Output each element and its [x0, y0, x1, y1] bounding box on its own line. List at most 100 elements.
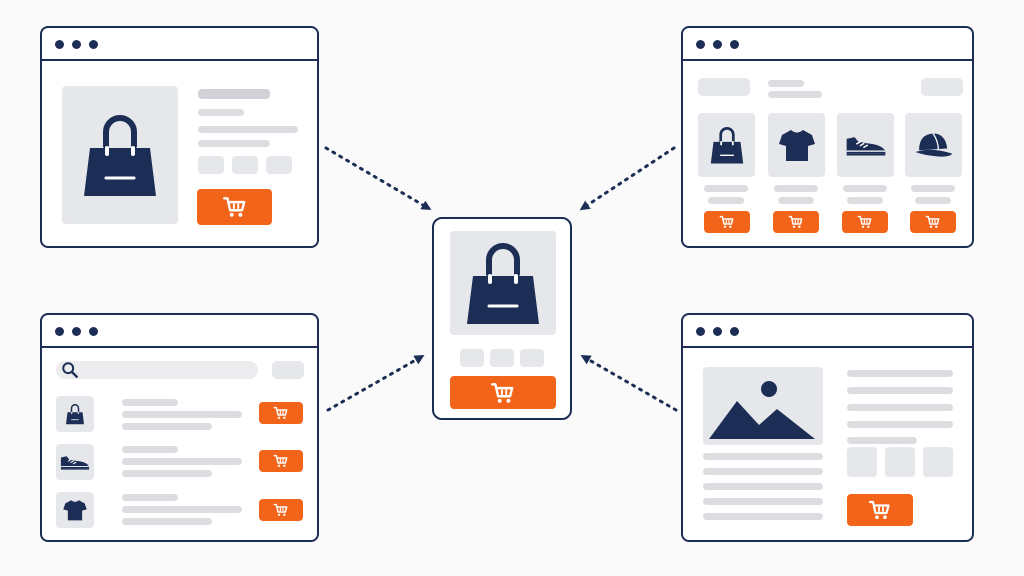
text-line-placeholder	[122, 518, 212, 525]
tshirt-icon	[62, 497, 88, 523]
product-card-image	[768, 113, 825, 177]
window-titlebar	[42, 28, 317, 61]
shopping-cart-icon	[273, 405, 289, 421]
text-line-placeholder	[847, 437, 917, 444]
window-titlebar	[683, 28, 972, 61]
product-image	[62, 86, 178, 224]
text-line-placeholder	[774, 185, 818, 192]
text-line-placeholder	[122, 506, 242, 513]
option-swatch[interactable]	[490, 349, 514, 367]
text-line-placeholder	[843, 185, 887, 192]
add-to-cart-button[interactable]	[847, 494, 913, 526]
add-to-cart-button[interactable]	[773, 211, 819, 233]
product-title-placeholder	[198, 89, 270, 99]
search-results-window	[40, 313, 319, 542]
window-dot-icon	[55, 40, 64, 49]
window-dot-icon	[730, 40, 739, 49]
article-hero-image	[703, 367, 823, 445]
add-to-cart-button[interactable]	[259, 499, 303, 521]
shopping-cart-icon	[925, 214, 941, 230]
handbag-icon	[709, 124, 745, 166]
shopping-cart-icon	[868, 498, 892, 522]
text-line-placeholder	[122, 470, 212, 477]
option-swatch[interactable]	[460, 349, 484, 367]
text-line-placeholder	[911, 185, 955, 192]
shopping-cart-icon	[273, 502, 289, 518]
option-swatch[interactable]	[232, 156, 258, 174]
list-item-thumbnail	[56, 492, 94, 528]
window-dot-icon	[72, 327, 81, 336]
image-placeholder-icon	[709, 381, 815, 439]
arrow-top-left	[324, 146, 432, 211]
text-line-placeholder	[703, 498, 823, 505]
cap-icon	[912, 128, 956, 162]
filter-pill[interactable]	[921, 78, 963, 96]
text-line-placeholder	[847, 387, 953, 394]
add-to-cart-button[interactable]	[704, 211, 750, 233]
list-item-thumbnail	[56, 396, 94, 432]
window-dot-icon	[89, 327, 98, 336]
text-line-placeholder	[704, 185, 748, 192]
window-dot-icon	[89, 40, 98, 49]
tshirt-icon	[777, 125, 817, 165]
text-line-placeholder	[708, 197, 744, 204]
embedded-product-widget	[432, 217, 572, 420]
arrow-top-right	[579, 146, 676, 211]
article-window	[681, 313, 974, 542]
window-dot-icon	[713, 40, 722, 49]
window-titlebar	[683, 315, 972, 348]
window-dot-icon	[730, 327, 739, 336]
text-line-placeholder	[198, 109, 244, 116]
shopping-cart-icon	[788, 214, 804, 230]
text-line-placeholder	[703, 468, 823, 475]
list-item-thumbnail	[56, 444, 94, 480]
text-line-placeholder	[122, 458, 242, 465]
text-line-placeholder	[847, 404, 953, 411]
add-to-cart-button[interactable]	[910, 211, 956, 233]
text-line-placeholder	[768, 91, 822, 98]
arrow-bottom-left	[326, 355, 425, 412]
text-line-placeholder	[198, 126, 298, 133]
search-icon	[61, 361, 79, 379]
text-line-placeholder	[768, 80, 804, 87]
text-line-placeholder	[122, 423, 212, 430]
window-dot-icon	[696, 327, 705, 336]
option-swatch[interactable]	[198, 156, 224, 174]
option-swatch[interactable]	[520, 349, 544, 367]
sneaker-icon	[844, 131, 888, 159]
text-line-placeholder	[703, 513, 823, 520]
add-to-cart-button[interactable]	[259, 402, 303, 424]
text-line-placeholder	[778, 197, 814, 204]
window-dot-icon	[55, 327, 64, 336]
window-titlebar	[42, 315, 317, 348]
search-input[interactable]	[56, 361, 258, 379]
text-line-placeholder	[122, 399, 178, 406]
option-swatch[interactable]	[885, 447, 915, 477]
window-dot-icon	[696, 40, 705, 49]
product-grid-window	[681, 26, 974, 248]
handbag-icon	[80, 109, 160, 201]
sneaker-icon	[59, 452, 91, 472]
add-to-cart-button[interactable]	[842, 211, 888, 233]
option-swatch[interactable]	[266, 156, 292, 174]
category-pill[interactable]	[698, 78, 750, 96]
window-dot-icon	[713, 327, 722, 336]
add-to-cart-button[interactable]	[450, 376, 556, 409]
shopping-cart-icon	[719, 214, 735, 230]
option-swatch[interactable]	[847, 447, 877, 477]
add-to-cart-button[interactable]	[259, 450, 303, 472]
text-line-placeholder	[847, 370, 953, 377]
text-line-placeholder	[847, 421, 953, 428]
product-detail-window	[40, 26, 319, 248]
product-card-image	[698, 113, 755, 177]
text-line-placeholder	[703, 483, 823, 490]
option-swatch[interactable]	[923, 447, 953, 477]
text-line-placeholder	[198, 140, 270, 147]
text-line-placeholder	[703, 453, 823, 460]
text-line-placeholder	[122, 494, 178, 501]
window-dot-icon	[72, 40, 81, 49]
text-line-placeholder	[122, 411, 242, 418]
add-to-cart-button[interactable]	[197, 189, 272, 225]
search-button[interactable]	[272, 361, 304, 379]
